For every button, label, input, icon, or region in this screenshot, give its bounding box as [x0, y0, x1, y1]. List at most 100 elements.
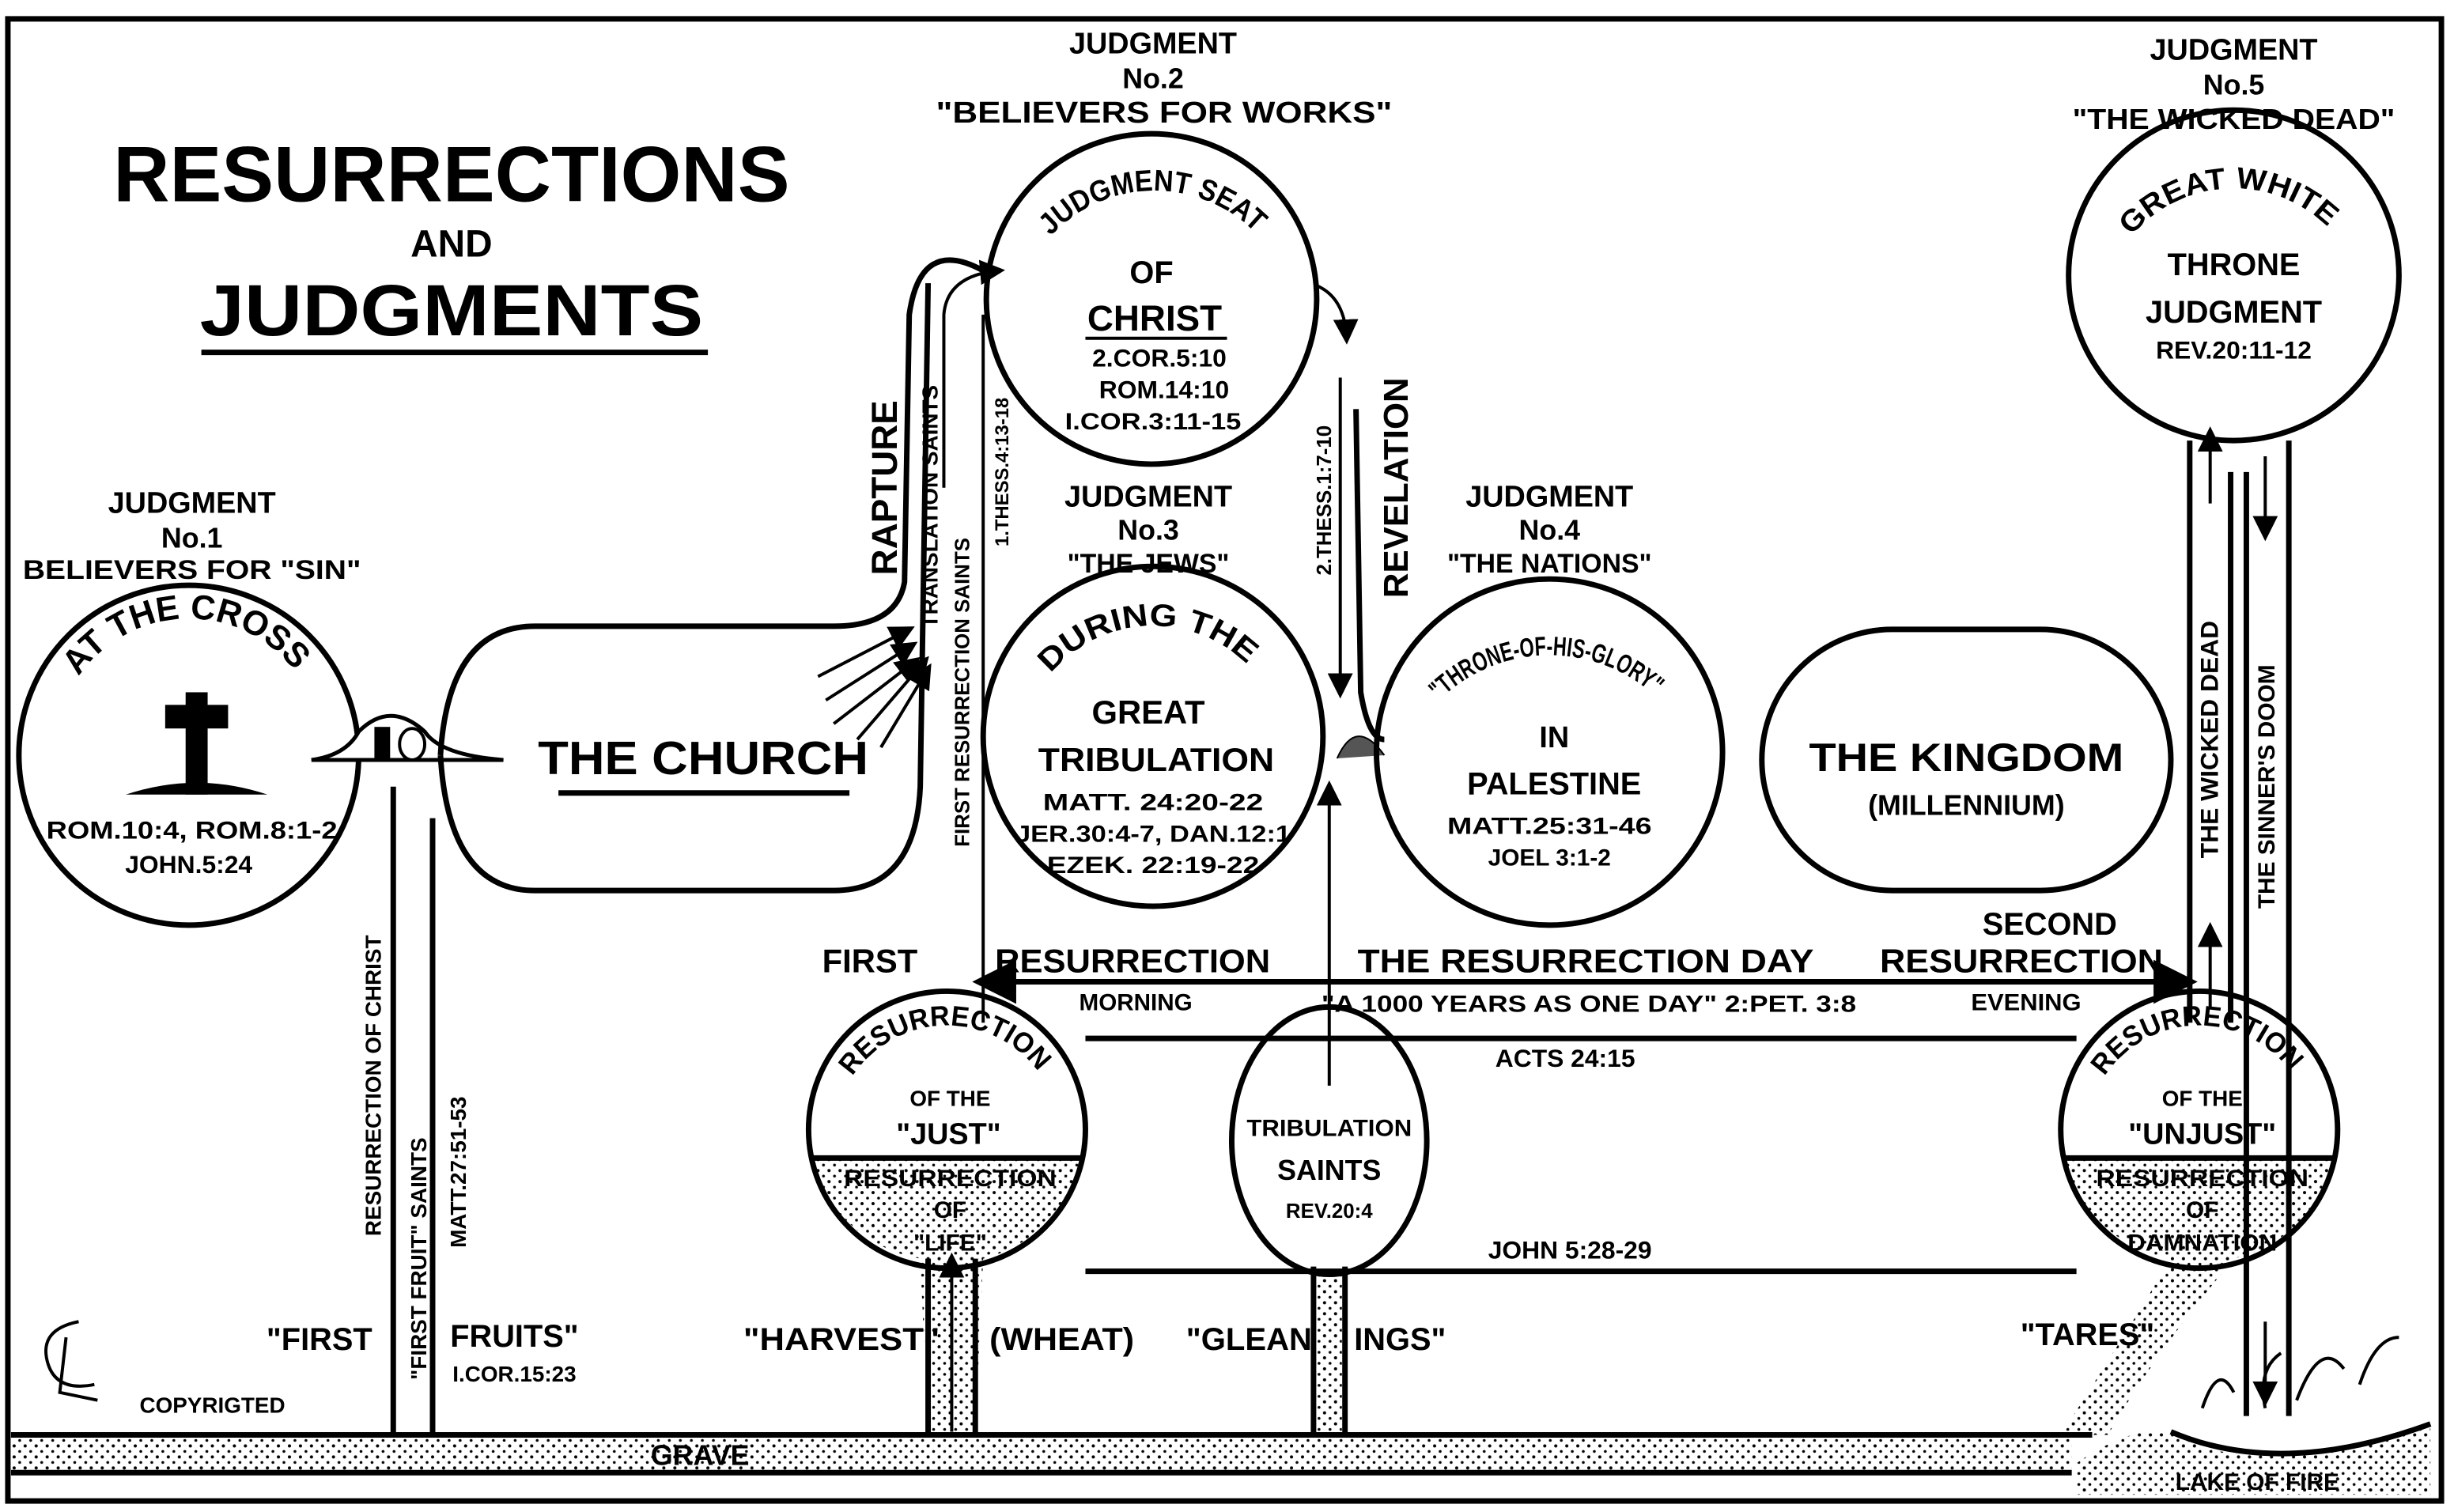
damnation-2: OF: [2186, 1197, 2218, 1223]
thess-2-label: 2.THESS.1:7-10: [1314, 425, 1336, 576]
great-white-throne-circle: GREAT WHITE THRONE JUDGMENT REV.20:11-12: [2066, 107, 2402, 444]
copyright-label: COPYRIGTED: [139, 1393, 285, 1418]
church-outline: [437, 257, 990, 894]
cross-ref-1: ROM.10:4, ROM.8:1-2: [47, 815, 338, 844]
resurrection-of-the-just-circle: RESURRECTION OF THE "JUST" RESURRECTION …: [805, 988, 1088, 1435]
resurrection-day-label: THE RESURRECTION DAY: [1358, 943, 1814, 980]
kingdom-label: THE KINGDOM: [1809, 735, 2123, 780]
judgment-2-head: JUDGMENT: [1069, 28, 1237, 61]
gleanings-label-1: "GLEAN: [1186, 1322, 1312, 1357]
wicked-dead-label: THE WICKED DEAD: [2195, 621, 2224, 858]
grave-label: GRAVE: [651, 1439, 750, 1471]
frame: [5, 16, 2445, 1504]
tribulation-saints-ellipse: TRIBULATION SAINTS REV.20:4: [1228, 1004, 1430, 1435]
judgment-1-no: No.1: [161, 522, 223, 554]
seat-christ: CHRIST: [1087, 298, 1222, 338]
unjust-of-the: OF THE: [2162, 1087, 2243, 1111]
gwt-judgment: JUDGMENT: [2146, 295, 2322, 330]
judgment-3-no: No.3: [1117, 514, 1179, 546]
cross-icon: [126, 692, 268, 795]
gleanings-label-2: INGS": [1354, 1322, 1446, 1357]
tribulation-tribulation: TRIBULATION: [1038, 741, 1274, 778]
judgment-2-header: JUDGMENT No.2 "BELIEVERS FOR WORKS": [936, 28, 1393, 130]
judgment-5-header: JUDGMENT No.5 "THE WICKED DEAD": [2073, 34, 2395, 136]
judgment-3-head: JUDGMENT: [1064, 481, 1232, 514]
millennium-label: (MILLENNIUM): [1868, 790, 2065, 822]
morning-label: MORNING: [1080, 989, 1193, 1015]
the-church-label: THE CHURCH: [538, 731, 868, 784]
first-fruits-label-1: "FIRST: [267, 1322, 372, 1357]
first-resurrection-saints-label: FIRST RESURRECTION SAINTS: [951, 538, 974, 847]
life-1: RESURRECTION: [844, 1166, 1057, 1192]
resurrection-of-the-unjust-circle: RESURRECTION OF THE "UNJUST" RESURRECTIO…: [2058, 988, 2341, 1435]
second-resurrection-label: RESURRECTION: [1880, 943, 2163, 980]
tribulation-ref-2: JER.30:4-7, DAN.12:1: [1015, 821, 1291, 847]
title-and: AND: [410, 223, 492, 265]
judgment-seat-label: JUDGMENT SEAT: [1032, 164, 1272, 241]
harvest-label: "HARVEST": [743, 1322, 940, 1357]
grave-band: GRAVE: [10, 786, 2093, 1476]
first-fruit-saints-label: "FIRST FRUIT" SAINTS: [406, 1137, 431, 1379]
matt-27-label: MATT.27:51-53: [446, 1097, 471, 1248]
resurrection-day-timeline: FIRST RESURRECTION THE RESURRECTION DAY …: [822, 907, 2198, 1275]
rapture-arrows: [817, 626, 932, 749]
first-resurrection-label: RESURRECTION: [995, 943, 1270, 980]
gwt-throne: THRONE: [2168, 248, 2301, 282]
tribulation-great: GREAT: [1092, 694, 1206, 731]
saints-l1: TRIBULATION: [1246, 1115, 1412, 1141]
wheat-label: (WHEAT): [989, 1322, 1134, 1357]
gwt-ref: REV.20:11-12: [2156, 336, 2312, 365]
judgment-4-no: No.4: [1518, 514, 1580, 546]
great-tribulation-circle: DURING THE GREAT TRIBULATION MATT. 24:20…: [980, 563, 1326, 909]
judgment-5-head: JUDGMENT: [2150, 34, 2318, 67]
judgment-2-no: No.2: [1122, 62, 1184, 94]
at-the-cross-label: AT THE CROSS: [55, 588, 318, 682]
saints-l2: SAINTS: [1277, 1155, 1381, 1186]
cross-ref-2: JOHN.5:24: [125, 850, 252, 879]
judgment-4-head: JUDGMENT: [1465, 481, 1633, 514]
cor-15-ref: I.COR.15:23: [452, 1362, 576, 1386]
life-2: OF: [934, 1197, 966, 1223]
judgment-1-header: JUDGMENT No.1 BELIEVERS FOR "SIN": [23, 487, 361, 586]
unjust-name: "UNJUST": [2128, 1117, 2276, 1151]
thousand-years-quote: "A 1000 YEARS AS ONE DAY" 2:PET. 3:8: [1322, 991, 1856, 1017]
first-fruits-label-2: FRUITS": [450, 1319, 578, 1354]
damnation-1: RESURRECTION: [2096, 1166, 2308, 1192]
life-3: "LIFE": [913, 1230, 987, 1257]
tribulation-ref-1: MATT. 24:20-22: [1043, 790, 1263, 816]
judgment-seat-of-christ-circle: JUDGMENT SEAT OF CHRIST 2.COR.5:10 ROM.1…: [983, 130, 1320, 467]
just-name: "JUST": [896, 1117, 1000, 1151]
empty-tomb-icon: [311, 713, 1386, 762]
vertical-labels: RAPTURE TRANSLATION SAINTS FIRST RESURRE…: [361, 377, 2280, 1379]
at-the-cross-circle: AT THE CROSS ROM.10:4, ROM.8:1-2 JOHN.5:…: [16, 582, 361, 928]
throne-ref-1: MATT.25:31-46: [1447, 813, 1652, 839]
throne-in: IN: [1539, 721, 1569, 754]
john-ref: JOHN 5:28-29: [1488, 1236, 1652, 1264]
revelation-label: REVELATION: [1377, 377, 1416, 598]
thess-1-label: 1.THESS.4:13-18: [992, 398, 1013, 546]
resurrection-of-christ-label: RESURRECTION OF CHRIST: [361, 936, 385, 1237]
bottom-labels: "FIRST FRUITS" I.COR.15:23 "HARVEST" (WH…: [44, 1317, 2155, 1418]
tares-label: "TARES": [2021, 1317, 2155, 1352]
title-resurrections: RESURRECTIONS: [113, 131, 789, 219]
copyright-logo-icon: [44, 1320, 98, 1402]
seat-of: OF: [1129, 255, 1173, 290]
judgment-2-desc: "BELIEVERS FOR WORKS": [936, 96, 1393, 130]
throne-ref-2: JOEL 3:1-2: [1488, 845, 1611, 871]
judgment-5-no: No.5: [2203, 69, 2265, 100]
judgment-4-header: JUDGMENT No.4 "THE NATIONS": [1447, 481, 1652, 580]
throne-palestine: PALESTINE: [1467, 767, 1641, 802]
judgment-4-desc: "THE NATIONS": [1447, 549, 1652, 579]
tribulation-ref-3: EZEK. 22:19-22: [1047, 852, 1260, 879]
first-label: FIRST: [822, 943, 918, 980]
great-white-label: GREAT WHITE: [2112, 161, 2345, 240]
rapture-label: RAPTURE: [864, 400, 905, 575]
just-of-the: OF THE: [909, 1087, 990, 1111]
during-the-label: DURING THE: [1030, 598, 1265, 679]
second-label: SECOND: [1983, 907, 2117, 942]
throne-of-his-glory-circle: "THRONE-OF-HIS-GLORY" IN PALESTINE MATT.…: [1373, 576, 1726, 928]
judgment-1-head: JUDGMENT: [108, 487, 276, 520]
sinners-doom-label: THE SINNER'S DOOM: [2254, 664, 2280, 909]
saints-ref: REV.20:4: [1286, 1200, 1373, 1223]
